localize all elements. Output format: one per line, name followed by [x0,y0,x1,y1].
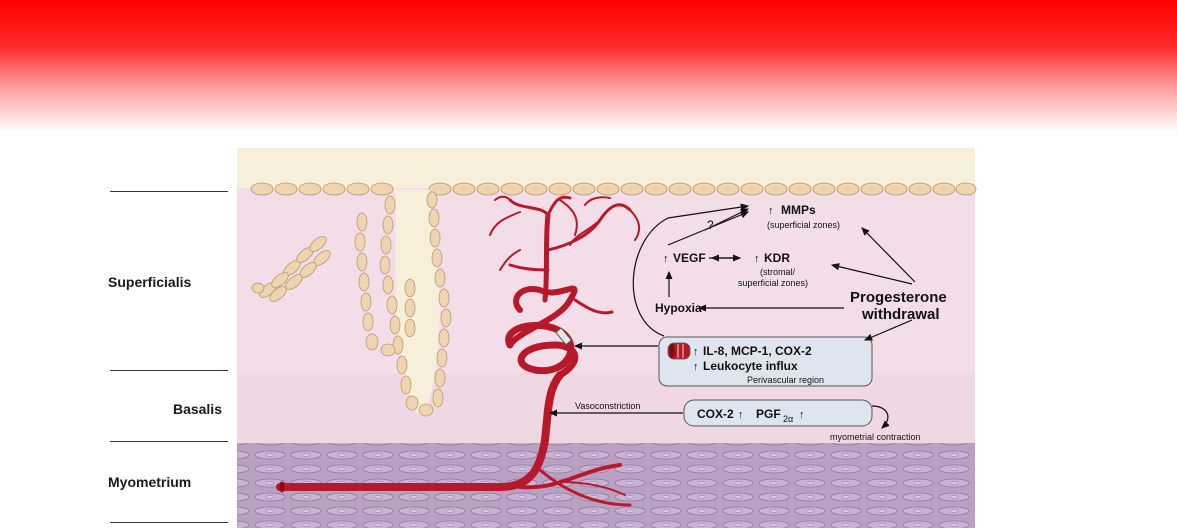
layer-label-superficialis: Superficialis [108,274,192,290]
pgf-label: PGF [756,407,781,421]
gland-cells [354,191,452,417]
progesterone-label-2: withdrawal [861,306,940,323]
zone-divider [110,370,228,371]
up-arrow-icon: ↑ [799,409,805,421]
up-arrow-icon: ↑ [768,205,774,217]
header-banner [0,0,1177,132]
zone-divider [110,191,228,192]
vegf-label: VEGF [673,251,706,265]
mmps-label: MMPs [781,203,816,217]
gland-lumen [395,190,440,415]
up-arrow-icon: ↑ [754,253,760,265]
zone-divider [110,441,228,442]
pathway-arrows [548,203,916,429]
spiral-artery [276,195,641,507]
il8-label: IL-8, MCP-1, COX-2 [703,344,812,358]
kdr-label: KDR [764,251,790,265]
up-arrow-icon: ↑ [663,253,669,265]
endothelial-cell-marker [555,327,573,346]
leukocyte-label: Leukocyte influx [703,359,798,373]
cox2-pgf-box [683,399,873,427]
gland-cross-section [251,236,331,302]
hypoxia-label: Hypoxia [655,301,702,315]
kdr-sublabel-2: superficial zones) [738,278,808,288]
layer-label-myometrium: Myometrium [108,474,192,490]
progesterone-label-1: Progesterone [850,289,947,306]
layer-label-basalis: Basalis [172,401,222,417]
mmps-sublabel: (superficial zones) [767,220,840,230]
lumen [237,148,975,188]
myometrial-label: myometrial contraction [830,432,921,442]
artery-opening [278,481,286,493]
pgf-subscript: 2α [783,414,793,424]
up-arrow-icon: ↑ [693,361,699,373]
zone-divider [110,522,228,523]
cox2-label: COX-2 [697,407,734,421]
perivascular-label: Perivascular region [747,375,824,385]
question-mark: ? [707,218,714,232]
perivascular-box [658,336,873,387]
kdr-sublabel-1: (stromal/ [760,267,796,277]
vessel-icon [667,342,691,360]
up-arrow-icon: ↑ [693,346,699,358]
surface-epithelium [250,182,977,196]
up-arrow-icon: ↑ [738,409,744,421]
vasoconstriction-label: Vasoconstriction [575,401,640,411]
